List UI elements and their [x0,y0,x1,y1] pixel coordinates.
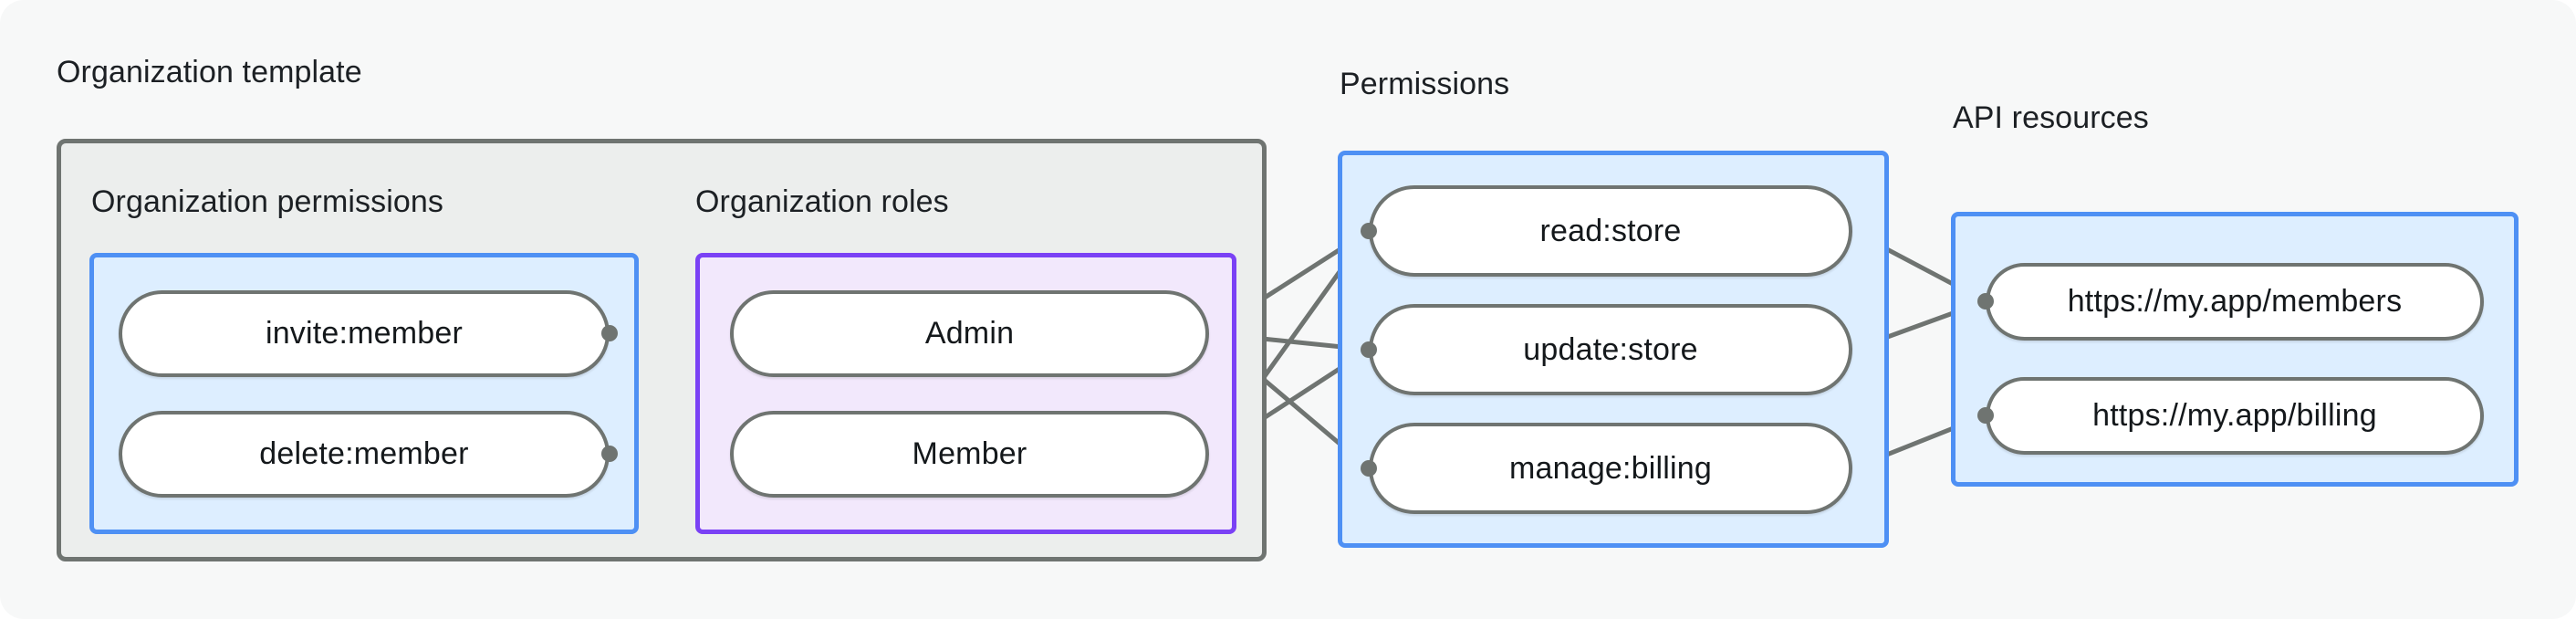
port-dot-update-store [1361,341,1377,358]
port-dot-invite-member [601,325,618,341]
port-dot-delete-member [601,446,618,462]
node-invite-member-label: invite:member [265,316,464,351]
node-delete-member-label: delete:member [259,436,469,471]
node-invite-member[interactable]: invite:member [119,290,610,377]
api-resources-title: API resources [1953,100,2149,135]
node-update-store-label: update:store [1523,331,1698,367]
port-dot-manage-billing [1361,460,1377,477]
node-read-store-label: read:store [1539,213,1682,248]
node-member-label: Member [912,436,1027,471]
node-delete-member[interactable]: delete:member [119,411,610,498]
port-dot-read-store [1361,223,1377,239]
node-member[interactable]: Member [730,411,1209,498]
organization-permissions-title: Organization permissions [91,184,444,219]
node-billing-url[interactable]: https://my.app/billing [1986,377,2484,455]
port-dot-members-url [1977,293,1994,310]
port-dot-billing-url [1977,407,1994,424]
node-billing-url-label: https://my.app/billing [2092,398,2377,433]
node-members-url-label: https://my.app/members [2067,284,2403,319]
node-manage-billing-label: manage:billing [1508,450,1713,486]
node-admin[interactable]: Admin [730,290,1209,377]
node-members-url[interactable]: https://my.app/members [1986,263,2484,341]
node-read-store[interactable]: read:store [1369,185,1852,277]
permissions-title: Permissions [1340,67,1510,101]
node-manage-billing[interactable]: manage:billing [1369,423,1852,514]
node-admin-label: Admin [924,316,1015,351]
organization-template-title: Organization template [57,55,362,89]
node-update-store[interactable]: update:store [1369,304,1852,395]
organization-roles-title: Organization roles [695,184,949,219]
